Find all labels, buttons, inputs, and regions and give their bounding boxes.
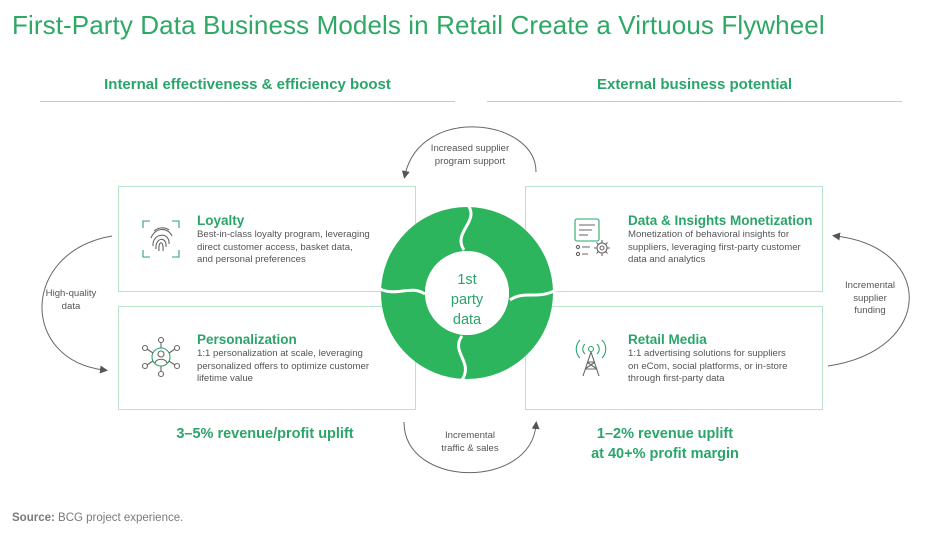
personalization-card <box>118 306 416 410</box>
loyalty-title: Loyalty <box>197 213 245 228</box>
center-label: 1st party data <box>450 272 484 328</box>
flow-arrow-top <box>401 126 537 179</box>
ring-separator-right <box>509 288 557 302</box>
personalization-title: Personalization <box>197 332 297 347</box>
flow-label-right: Incremental supplier funding <box>844 280 896 316</box>
flow-arrow-bottom <box>403 421 540 474</box>
data-gear-icon <box>572 216 614 265</box>
data-insights-body: Monetization of behavioral insights for … <box>628 229 801 265</box>
page-title: First-Party Data Business Models in Reta… <box>12 10 825 40</box>
section-heading-external: External business potential <box>596 76 793 93</box>
network-person-icon <box>140 336 182 383</box>
personalization-body: 1:1 personalization at scale, leveraging… <box>197 348 370 384</box>
ring-separator-top <box>459 204 473 251</box>
section-rule-internal <box>40 101 455 102</box>
broadcast-tower-icon <box>570 336 612 383</box>
source-note: Source: BCG project experience. <box>12 512 183 524</box>
flow-arrow-left <box>41 235 113 374</box>
flow-arrow-right <box>827 232 910 367</box>
retail-media-title: Retail Media <box>628 332 707 347</box>
loyalty-card <box>118 186 416 292</box>
section-rule-external <box>487 101 902 102</box>
ring-separator-left <box>377 286 426 296</box>
source-text: BCG project experience. <box>58 512 184 524</box>
flow-label-top: Increased supplier program support <box>430 143 510 167</box>
source-label: Source: <box>12 512 55 524</box>
flywheel-ring <box>381 207 553 379</box>
ring-separator-bottom <box>457 335 467 381</box>
loyalty-body: Best-in-class loyalty program, leveragin… <box>197 229 370 265</box>
flow-label-left: High-quality data <box>45 288 97 312</box>
retail-media-card <box>525 306 823 410</box>
uplift-internal: 3–5% revenue/profit uplift <box>176 426 354 442</box>
flow-label-bottom: Incremental traffic & sales <box>441 430 499 454</box>
flywheel-core <box>425 251 509 335</box>
fingerprint-icon <box>140 218 182 265</box>
uplift-external: 1–2% revenue uplift at 40+% profit margi… <box>591 426 739 462</box>
data-insights-title: Data & Insights Monetization <box>628 213 813 228</box>
section-heading-internal: Internal effectiveness & efficiency boos… <box>104 76 391 93</box>
retail-media-body: 1:1 advertising solutions for suppliers … <box>628 348 788 384</box>
